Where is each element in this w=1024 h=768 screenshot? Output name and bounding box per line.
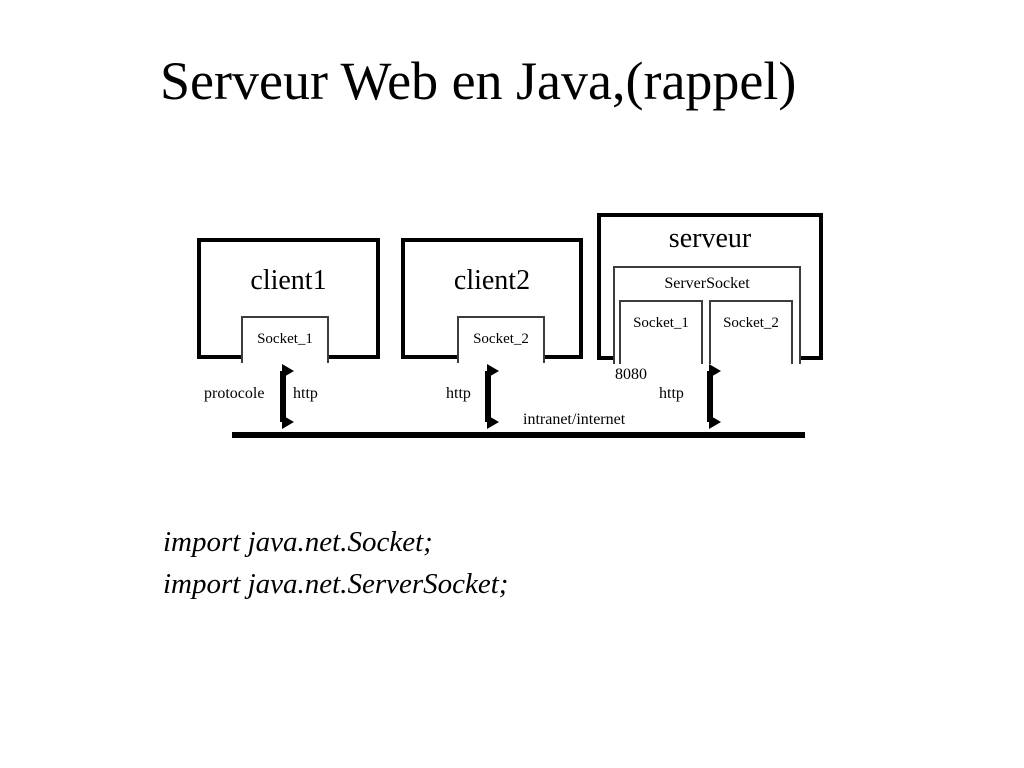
label-http-client2: http [446, 385, 471, 402]
label-network: intranet/internet [523, 411, 626, 428]
code-line-import-socket: import java.net.Socket; [163, 526, 433, 558]
client1-title: client1 [250, 265, 327, 296]
code-block: import java.net.Socket; import java.net.… [163, 521, 508, 605]
serversocket-box: ServerSocket Socket_1 Socket_2 [613, 266, 801, 364]
server-title: serveur [668, 223, 752, 254]
code-line-import-serversocket: import java.net.ServerSocket; [163, 568, 509, 600]
client2-title: client2 [453, 265, 531, 296]
server-box: serveur ServerSocket Socket_1 Socket_2 [597, 213, 823, 364]
client1-socket-box: Socket_1 [241, 316, 329, 363]
serversocket-label: ServerSocket [664, 275, 750, 292]
client2-box: client2 Socket_2 [401, 238, 583, 363]
server-socket-1-box: Socket_1 [619, 300, 703, 364]
label-http-server: http [659, 385, 684, 402]
label-http-client1: http [293, 385, 318, 402]
client1-box: client1 Socket_1 [197, 238, 380, 363]
page-title: Serveur Web en Java,(rappel) [160, 51, 797, 111]
label-protocole: protocole [204, 385, 265, 402]
label-server-port: 8080 [615, 366, 647, 383]
client2-socket-box: Socket_2 [457, 316, 545, 363]
server-socket-2-box: Socket_2 [709, 300, 793, 364]
